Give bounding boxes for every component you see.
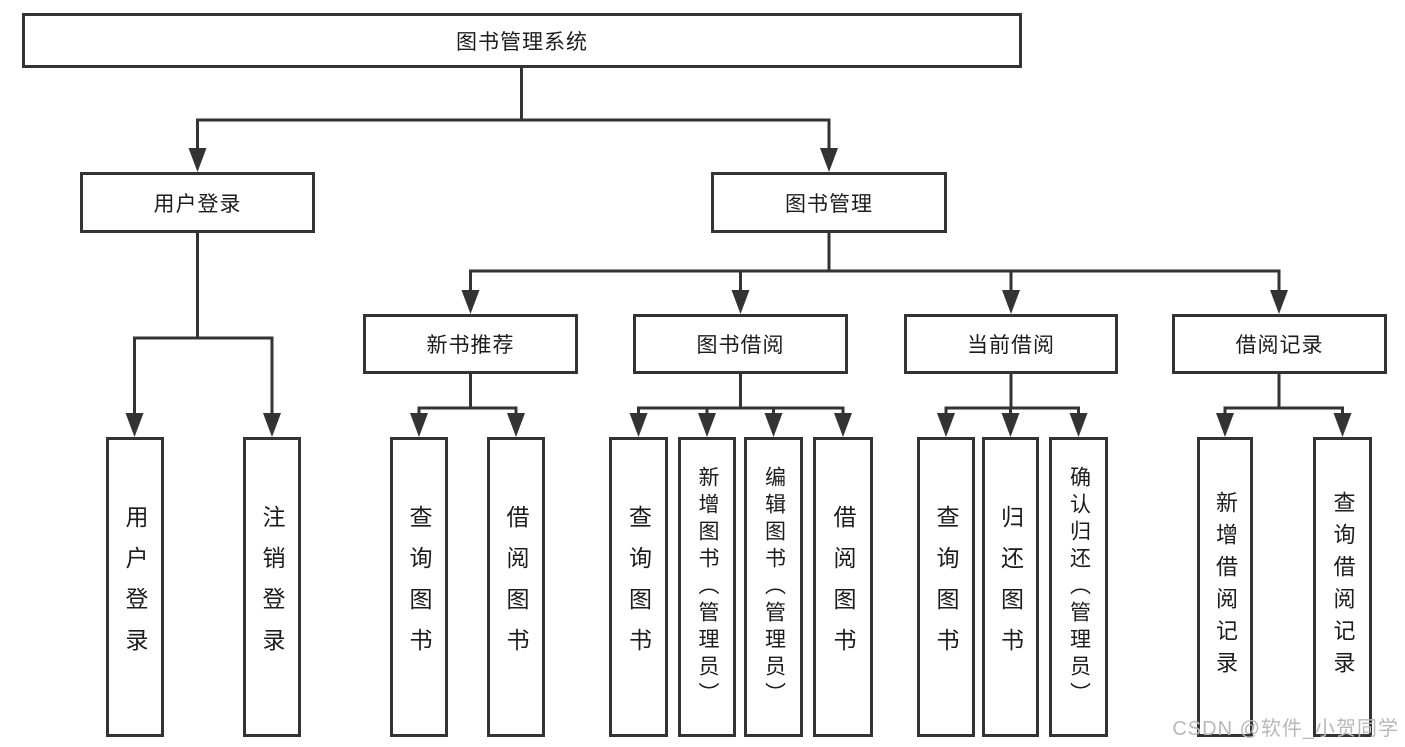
node-current-borrow-label: 当前借阅 — [967, 334, 1055, 357]
leaf-query-books-3-label: 查询图书 — [933, 505, 959, 669]
node-book-management-label: 图书管理 — [785, 192, 873, 216]
leaf-query-books-3: 查询图书 — [917, 437, 975, 737]
node-user-login-label: 用户登录 — [153, 192, 242, 216]
leaf-return-book: 归还图书 — [982, 437, 1039, 737]
node-new-book-recommend: 新书推荐 — [363, 314, 578, 374]
leaf-query-books-1: 查询图书 — [390, 437, 448, 737]
node-book-management: 图书管理 — [711, 172, 947, 233]
node-root: 图书管理系统 — [22, 13, 1022, 68]
node-root-label: 图书管理系统 — [456, 30, 588, 54]
leaf-user-login: 用户登录 — [106, 437, 164, 737]
leaf-add-borrow-record-label: 新增借阅记录 — [1213, 491, 1238, 683]
node-borrow-records: 借阅记录 — [1172, 314, 1387, 374]
leaf-return-book-label: 归还图书 — [997, 505, 1024, 669]
leaf-borrow-books-1: 借阅图书 — [487, 437, 545, 737]
leaf-logout: 注销登录 — [243, 437, 301, 737]
leaf-borrow-books-2-label: 借阅图书 — [830, 505, 856, 669]
node-user-login: 用户登录 — [80, 172, 315, 233]
node-current-borrow: 当前借阅 — [904, 314, 1118, 374]
leaf-user-login-label: 用户登录 — [122, 505, 148, 669]
leaf-query-borrow-record-label: 查询借阅记录 — [1330, 491, 1356, 683]
node-borrow-records-label: 借阅记录 — [1235, 334, 1324, 357]
csdn-watermark: CSDN @软件_小贺同学 — [1172, 718, 1399, 740]
leaf-query-books-1-label: 查询图书 — [406, 505, 432, 669]
node-book-borrow: 图书借阅 — [633, 314, 848, 374]
leaf-logout-label: 注销登录 — [259, 505, 285, 669]
node-book-borrow-label: 图书借阅 — [696, 334, 785, 357]
node-new-book-recommend-label: 新书推荐 — [426, 334, 515, 357]
leaf-confirm-return-admin: 确认归还（管理员） — [1049, 437, 1108, 737]
leaf-query-books-2-label: 查询图书 — [625, 505, 652, 669]
leaf-confirm-return-admin-label: 确认归还（管理员） — [1067, 465, 1091, 709]
leaf-edit-book-admin-label: 编辑图书（管理员） — [762, 465, 786, 709]
leaf-edit-book-admin: 编辑图书（管理员） — [744, 437, 803, 737]
leaf-query-borrow-record: 查询借阅记录 — [1313, 437, 1372, 737]
leaf-borrow-books-1-label: 借阅图书 — [503, 505, 529, 669]
leaf-borrow-books-2: 借阅图书 — [813, 437, 873, 737]
leaf-add-book-admin-label: 新增图书（管理员） — [696, 465, 719, 709]
leaf-add-book-admin: 新增图书（管理员） — [678, 437, 736, 737]
leaf-add-borrow-record: 新增借阅记录 — [1197, 437, 1253, 737]
leaf-query-books-2: 查询图书 — [609, 437, 668, 737]
